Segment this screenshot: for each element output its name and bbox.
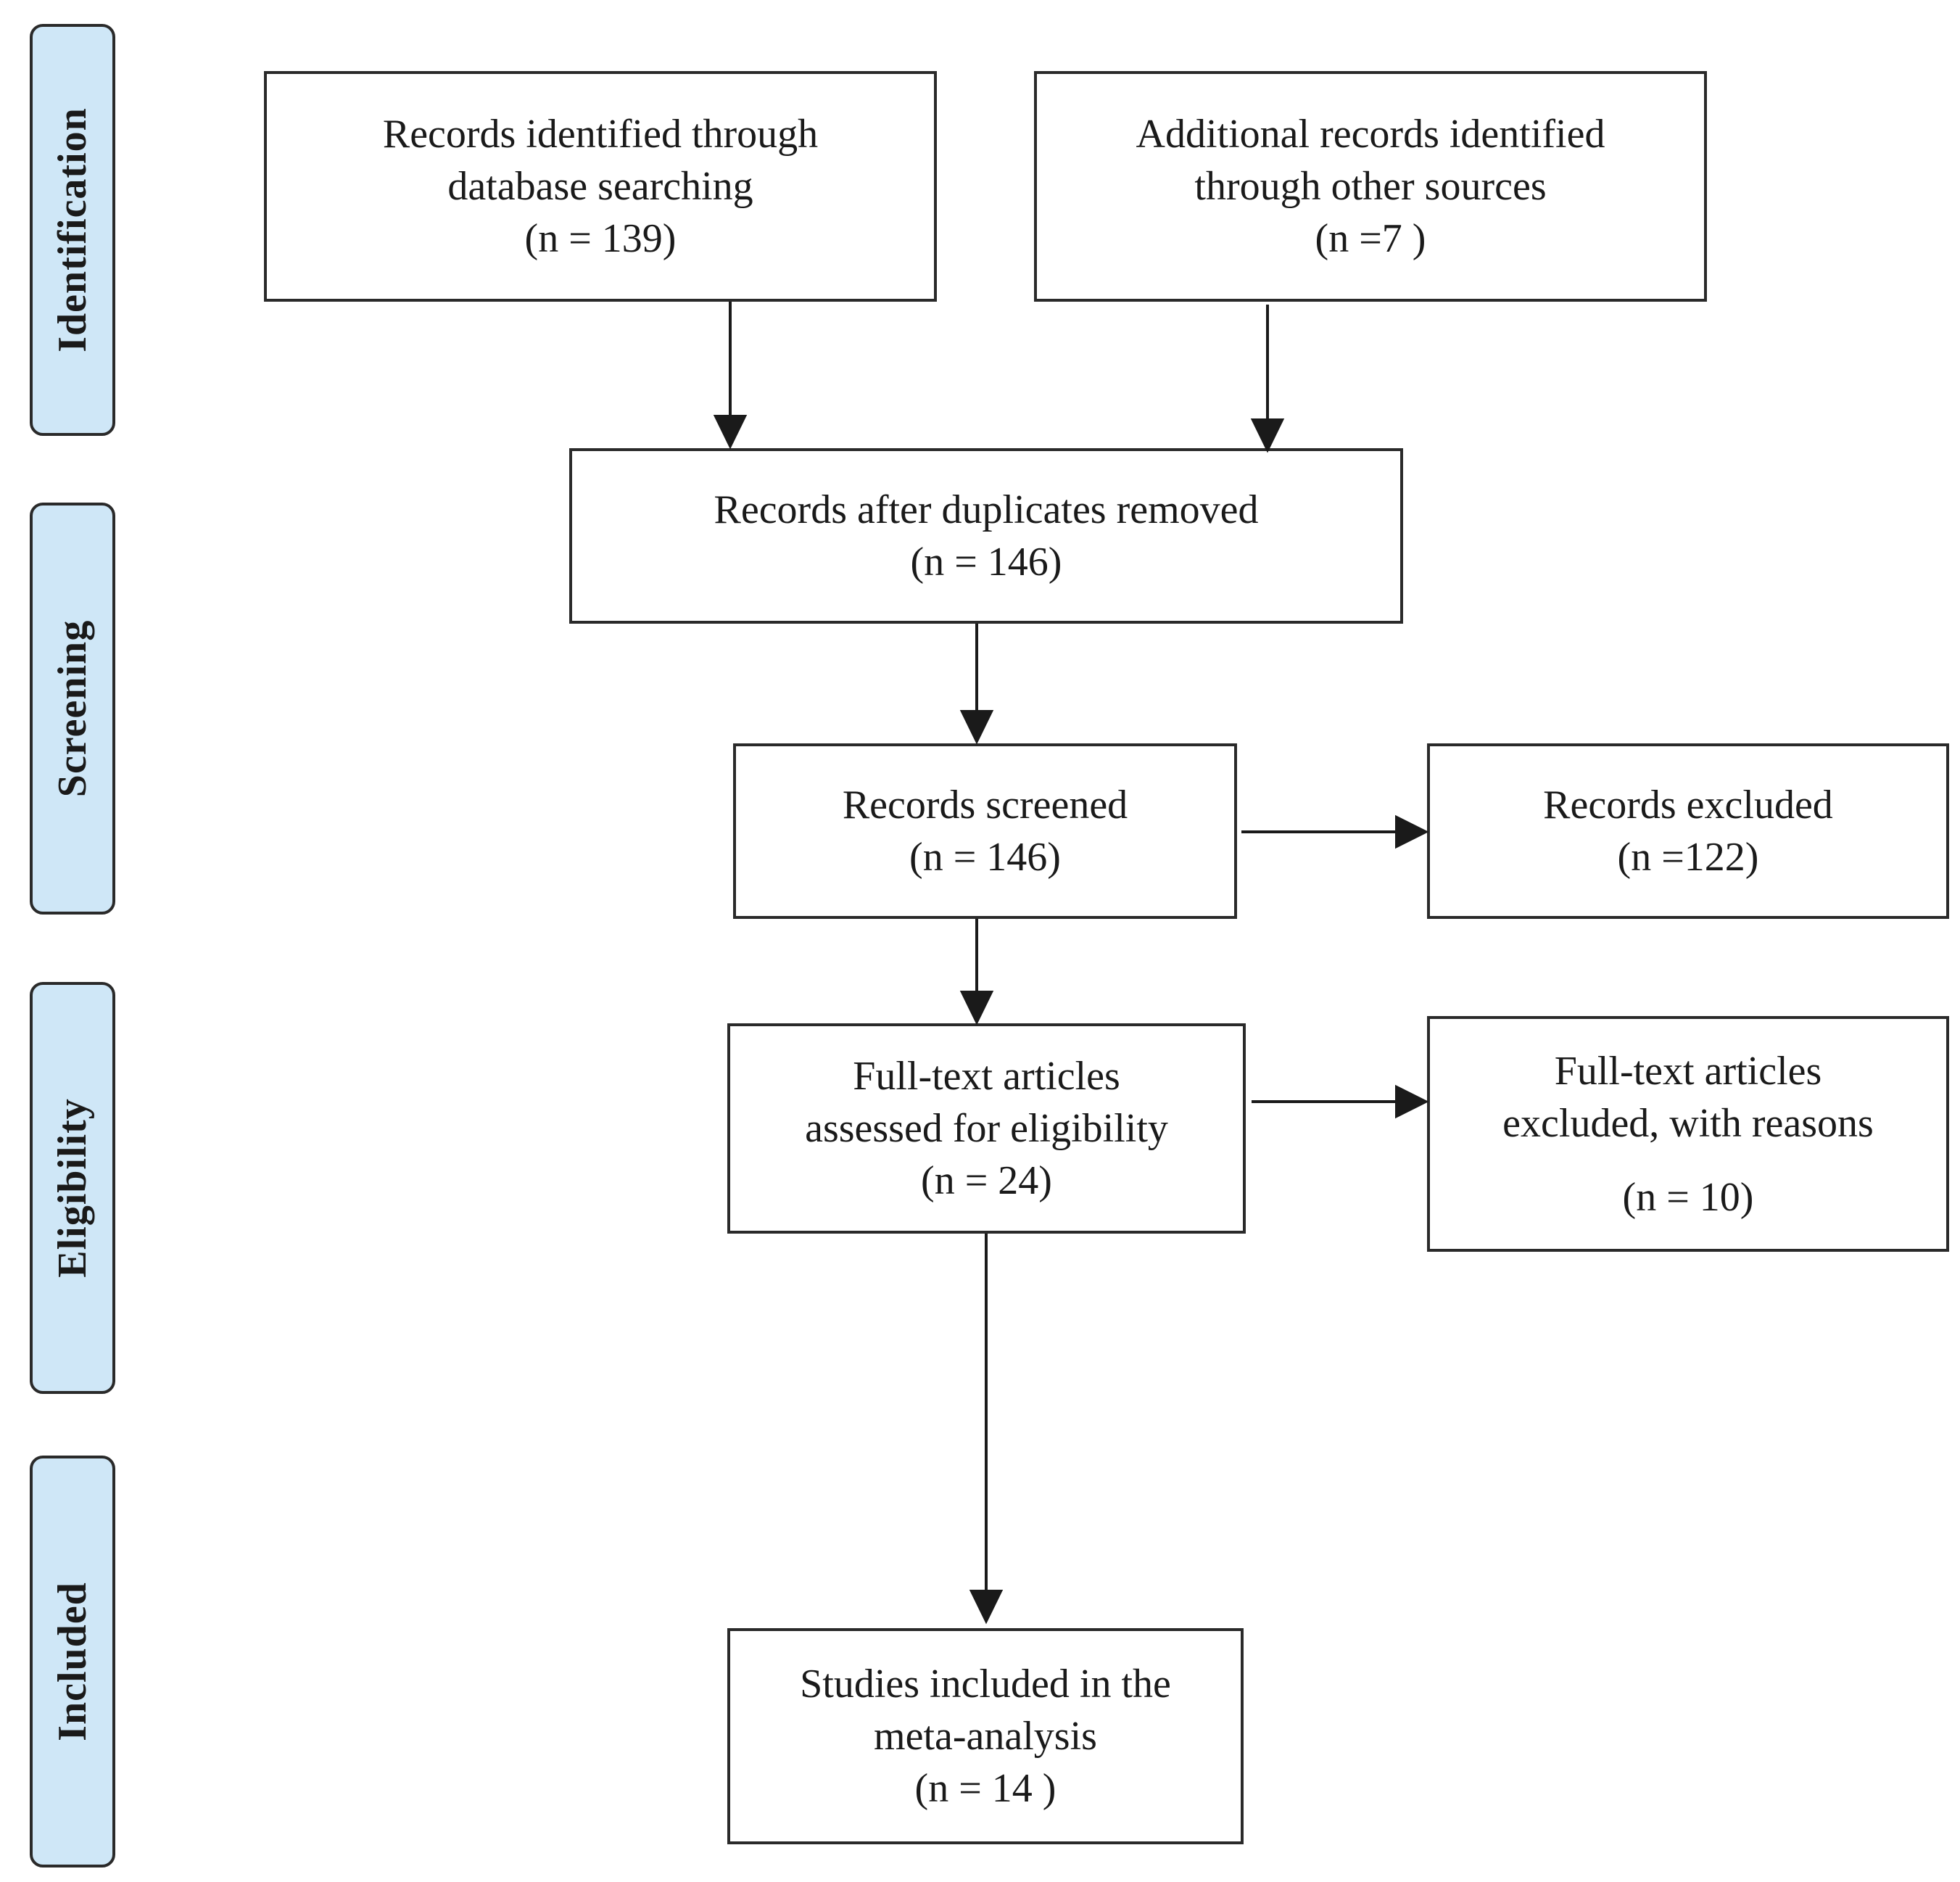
studies-included-line2: meta-analysis	[874, 1714, 1097, 1759]
phase-identification: Identification	[30, 24, 115, 436]
arrowhead-other-to-duplicates	[1250, 418, 1285, 453]
duplicates-removed-box: Records after duplicates removed (n = 14…	[569, 448, 1403, 624]
arrowhead-assessed-to-excluded	[1395, 1084, 1429, 1119]
phase-screening: Screening	[30, 503, 115, 915]
other-sources-box: Additional records identified through ot…	[1034, 71, 1707, 302]
database-search-line1: Records identified through	[382, 112, 819, 157]
records-excluded-count: (n =122)	[1617, 835, 1759, 880]
arrowhead-duplicates-to-screened	[959, 710, 994, 745]
arrowhead-screened-to-excluded	[1395, 814, 1429, 849]
records-screened-box: Records screened (n = 146)	[733, 743, 1237, 919]
studies-included-box: Studies included in the meta-analysis (n…	[727, 1628, 1244, 1844]
full-text-excluded-line1: Full-text articles	[1554, 1048, 1822, 1094]
records-excluded-box: Records excluded (n =122)	[1427, 743, 1949, 919]
full-text-assessed-line2: assessed for eligibility	[805, 1106, 1168, 1151]
arrowhead-assessed-to-included	[969, 1590, 1004, 1625]
full-text-excluded-line2: excluded, with reasons	[1502, 1100, 1874, 1146]
duplicates-removed-line1: Records after duplicates removed	[714, 487, 1259, 532]
other-sources-line2: through other sources	[1194, 164, 1547, 209]
database-search-box: Records identified through database sear…	[264, 71, 937, 302]
studies-included-count: (n = 14 )	[914, 1766, 1057, 1811]
full-text-assessed-count: (n = 24)	[921, 1158, 1052, 1203]
full-text-excluded-box: Full-text articles excluded, with reason…	[1427, 1016, 1949, 1252]
duplicates-removed-count: (n = 146)	[910, 540, 1062, 585]
phase-included: Included	[30, 1456, 115, 1867]
database-search-count: (n = 139)	[524, 216, 677, 261]
full-text-assessed-line1: Full-text articles	[853, 1054, 1120, 1099]
other-sources-count: (n =7 )	[1315, 216, 1426, 261]
phase-eligibility: Eligibility	[30, 982, 115, 1394]
records-screened-line1: Records screened	[842, 783, 1128, 827]
full-text-excluded-count: (n = 10)	[1622, 1174, 1754, 1220]
studies-included-line1: Studies included in the	[800, 1662, 1171, 1706]
arrowhead-screened-to-assessed	[959, 991, 994, 1025]
records-excluded-line1: Records excluded	[1543, 783, 1833, 827]
database-search-line2: database searching	[447, 164, 753, 209]
records-screened-count: (n = 146)	[909, 835, 1061, 880]
other-sources-line1: Additional records identified	[1136, 112, 1605, 157]
full-text-assessed-box: Full-text articles assessed for eligibil…	[727, 1023, 1246, 1234]
arrowhead-database-to-duplicates	[713, 415, 748, 450]
